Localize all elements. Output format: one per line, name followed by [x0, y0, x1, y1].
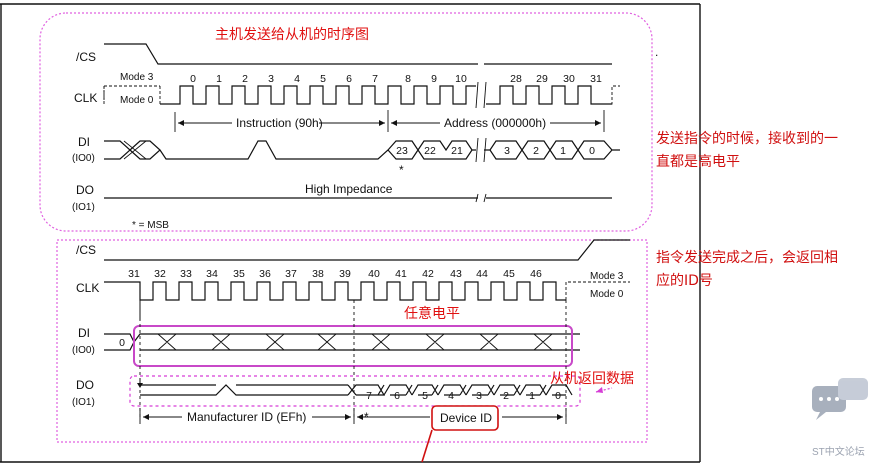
- bottom-clk-number: 46: [530, 268, 542, 280]
- top-clk-number: 7: [372, 73, 378, 85]
- instruction-label: Instruction (90h): [236, 116, 323, 130]
- top-clk-number: 1: [216, 73, 222, 85]
- do-bit: 5: [422, 390, 428, 402]
- annotation-bottom-line1: 指令发送完成之后，会返回相: [656, 250, 838, 266]
- manufacturer-id-label: Manufacturer ID (EFh): [187, 410, 306, 424]
- bottom-section-border: [56, 239, 648, 443]
- top-do-label: DO: [76, 183, 94, 197]
- top-clk-number: 29: [536, 73, 548, 85]
- bottom-di-zero: 0: [119, 337, 125, 349]
- addr-bit: 1: [560, 145, 566, 157]
- top-clk-number: 28: [510, 73, 522, 85]
- top-di-sub: (IO0): [72, 153, 95, 164]
- top-clk-number: 2: [242, 73, 248, 85]
- do-bit: 4: [448, 390, 454, 402]
- top-section-border: [39, 12, 653, 232]
- bottom-clk-number: 34: [206, 268, 218, 280]
- addr-bit: 2: [533, 145, 539, 157]
- bottom-clk-number: 32: [154, 268, 166, 280]
- bottom-clk-number: 43: [450, 268, 462, 280]
- top-cs-label: /CS: [76, 50, 96, 64]
- bottom-clk-numbers: 31 32 33 34 35 36 37 38 39 40 41 42 43 4…: [128, 268, 542, 280]
- any-level-box: [133, 325, 573, 367]
- do-bit: 7: [366, 390, 372, 402]
- top-clk-number: 6: [346, 73, 352, 85]
- bottom-clk-number: 33: [180, 268, 192, 280]
- top-clk-number: 5: [320, 73, 326, 85]
- bottom-clk-label: CLK: [76, 281, 99, 295]
- top-mode3: Mode 3: [120, 72, 154, 83]
- do-bit: 6: [394, 390, 400, 402]
- bottom-cs-label: /CS: [76, 243, 96, 257]
- msb-star: *: [399, 163, 404, 177]
- addr-bit: 0: [589, 145, 595, 157]
- bottom-di-sub: (IO0): [72, 345, 95, 356]
- top-di-label: DI: [78, 135, 90, 149]
- bottom-clk-number: 39: [339, 268, 351, 280]
- bottom-do-sub: (IO1): [72, 397, 95, 408]
- top-title: 主机发送给从机的时序图: [215, 27, 369, 43]
- do-bit: 2: [503, 390, 509, 402]
- addr-bit: 3: [504, 145, 510, 157]
- annotation-bottom-line2: 应的ID号: [656, 272, 713, 289]
- top-clk-number: 30: [563, 73, 575, 85]
- addr-bit: 22: [424, 145, 436, 157]
- msb-note: * = MSB: [132, 220, 169, 231]
- bottom-do-signal: [140, 384, 348, 396]
- bottom-clk-number: 37: [285, 268, 297, 280]
- bottom-clk-number: 42: [422, 268, 434, 280]
- device-id-box: [431, 405, 499, 431]
- watermark: ST中文论坛: [812, 378, 868, 458]
- address-label: Address (000000h): [444, 116, 546, 130]
- top-clk-number: 31: [590, 73, 602, 85]
- top-clk-number: 8: [405, 73, 411, 85]
- bottom-di-label: DI: [78, 326, 90, 340]
- annotation-top-line1: 发送指令的时候，接收到的一: [656, 130, 838, 147]
- return-data-box: [129, 375, 581, 407]
- device-id-label: Device ID: [440, 411, 492, 425]
- top-clk-numbers: 0 1 2 3 4 5 6 7 8 9 10 28 29 30 31: [190, 73, 602, 85]
- any-level-label: 任意电平: [404, 305, 460, 322]
- bottom-clk-number: 31: [128, 268, 140, 280]
- annotation-top-line2: 直都是高电平: [656, 153, 740, 170]
- top-clk-number: 9: [431, 73, 437, 85]
- slave-return-label: 从机返回数据: [550, 371, 634, 387]
- top-clk-number: 0: [190, 73, 196, 85]
- bottom-mode0: Mode 0: [590, 289, 624, 300]
- bottom-di-signal: [104, 333, 580, 351]
- top-clk-number: 10: [455, 73, 467, 85]
- top-mode0: Mode 0: [120, 95, 154, 106]
- high-impedance-label: High Impedance: [305, 182, 393, 196]
- bottom-clk-number: 35: [233, 268, 245, 280]
- bottom-cs-signal: [104, 239, 630, 261]
- top-do-sub: (IO1): [72, 202, 95, 213]
- addr-bit: 21: [451, 145, 463, 157]
- top-di-signal: [104, 140, 476, 160]
- bottom-clk-number: 41: [395, 268, 407, 280]
- top-cs-signal: [104, 43, 478, 65]
- do-bit: 3: [476, 390, 482, 402]
- do-bit: 1: [529, 390, 535, 402]
- bottom-do-label: DO: [76, 378, 94, 392]
- top-clk-signal: [160, 85, 476, 105]
- addr-bit: 23: [396, 145, 408, 157]
- bottom-clk-signal: [104, 281, 566, 301]
- bottom-clk-number: 36: [259, 268, 271, 280]
- watermark-text: ST中文论坛: [812, 445, 865, 458]
- bottom-clk-number: 44: [476, 268, 488, 280]
- top-clk-number: 4: [294, 73, 300, 85]
- top-dot: .: [655, 45, 658, 59]
- bottom-clk-number: 40: [368, 268, 380, 280]
- bottom-clk-number: 45: [503, 268, 515, 280]
- do-bit: 0: [555, 390, 561, 402]
- top-clk-label: CLK: [74, 91, 97, 105]
- bottom-mode3: Mode 3: [590, 271, 624, 282]
- top-clk-number: 3: [268, 73, 274, 85]
- bottom-clk-number: 38: [312, 268, 324, 280]
